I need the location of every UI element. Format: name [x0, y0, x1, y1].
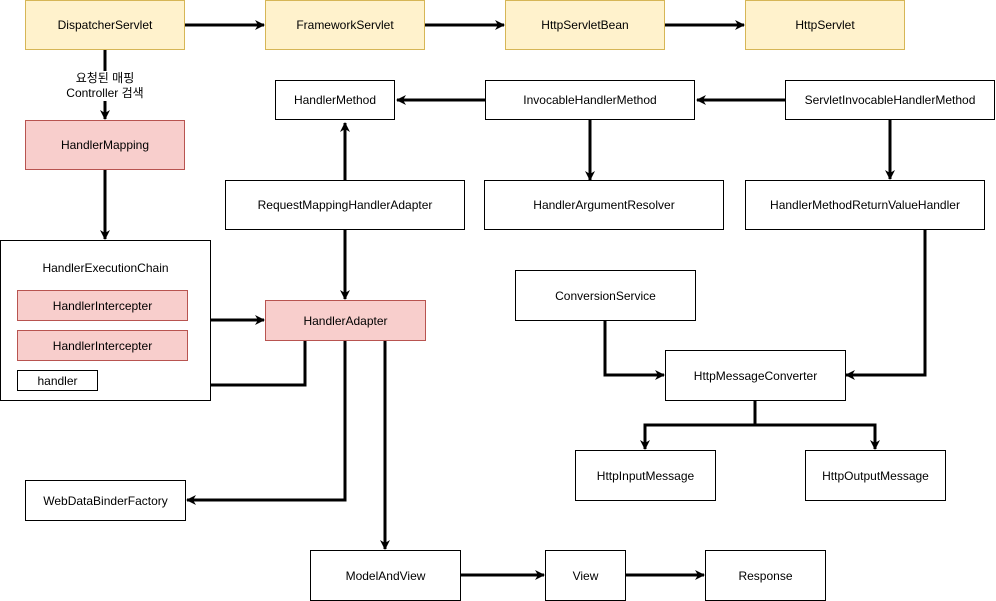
edge-returnvaluehandler-to-messageconverter	[845, 230, 927, 380]
node-handler-intercepter-2: HandlerIntercepter	[17, 330, 188, 361]
edge-label-line-2: Controller 검색	[66, 86, 144, 100]
node-request-mapping-handler-adapter: RequestMappingHandlerAdapter	[225, 180, 465, 230]
edge-messageconverter-to-inputmessage	[640, 400, 757, 450]
node-dispatcher-servlet: DispatcherServlet	[25, 0, 185, 50]
node-handler: handler	[17, 370, 98, 391]
node-handler-adapter: HandlerAdapter	[265, 300, 426, 341]
node-handler-argument-resolver: HandlerArgumentResolver	[484, 180, 724, 230]
node-http-message-converter: HttpMessageConverter	[665, 350, 846, 401]
node-web-data-binder-factory: WebDataBinderFactory	[25, 480, 186, 521]
node-conversion-service: ConversionService	[515, 270, 696, 321]
edge-handleradapter-to-webdatabinderfactory	[186, 340, 347, 505]
node-handler-intercepter-1: HandlerIntercepter	[17, 290, 188, 321]
node-http-servlet-bean: HttpServletBean	[505, 0, 665, 50]
edge-messageconverter-to-outputmessage	[755, 423, 880, 450]
node-invocable-handler-method: InvocableHandlerMethod	[485, 80, 695, 120]
edge-label-request-mapping: 요청된 매핑 Controller 검색	[55, 71, 155, 101]
node-framework-servlet: FrameworkServlet	[265, 0, 425, 50]
node-model-and-view: ModelAndView	[310, 550, 461, 601]
node-view: View	[545, 550, 626, 601]
node-handler-method-return-value-handler: HandlerMethodReturnValueHandler	[745, 180, 985, 230]
node-response: Response	[705, 550, 826, 601]
node-http-input-message: HttpInputMessage	[575, 450, 716, 501]
node-http-servlet: HttpServlet	[745, 0, 905, 50]
node-http-output-message: HttpOutputMessage	[805, 450, 946, 501]
node-handler-mapping: HandlerMapping	[25, 120, 185, 170]
node-handler-method: HandlerMethod	[275, 80, 395, 120]
node-servlet-invocable-handler-method: ServletInvocableHandlerMethod	[785, 80, 995, 120]
edge-conversionservice-to-messageconverter	[603, 320, 665, 380]
handler-execution-chain-title: HandlerExecutionChain	[42, 261, 169, 275]
edge-label-line-1: 요청된 매핑	[75, 71, 135, 85]
